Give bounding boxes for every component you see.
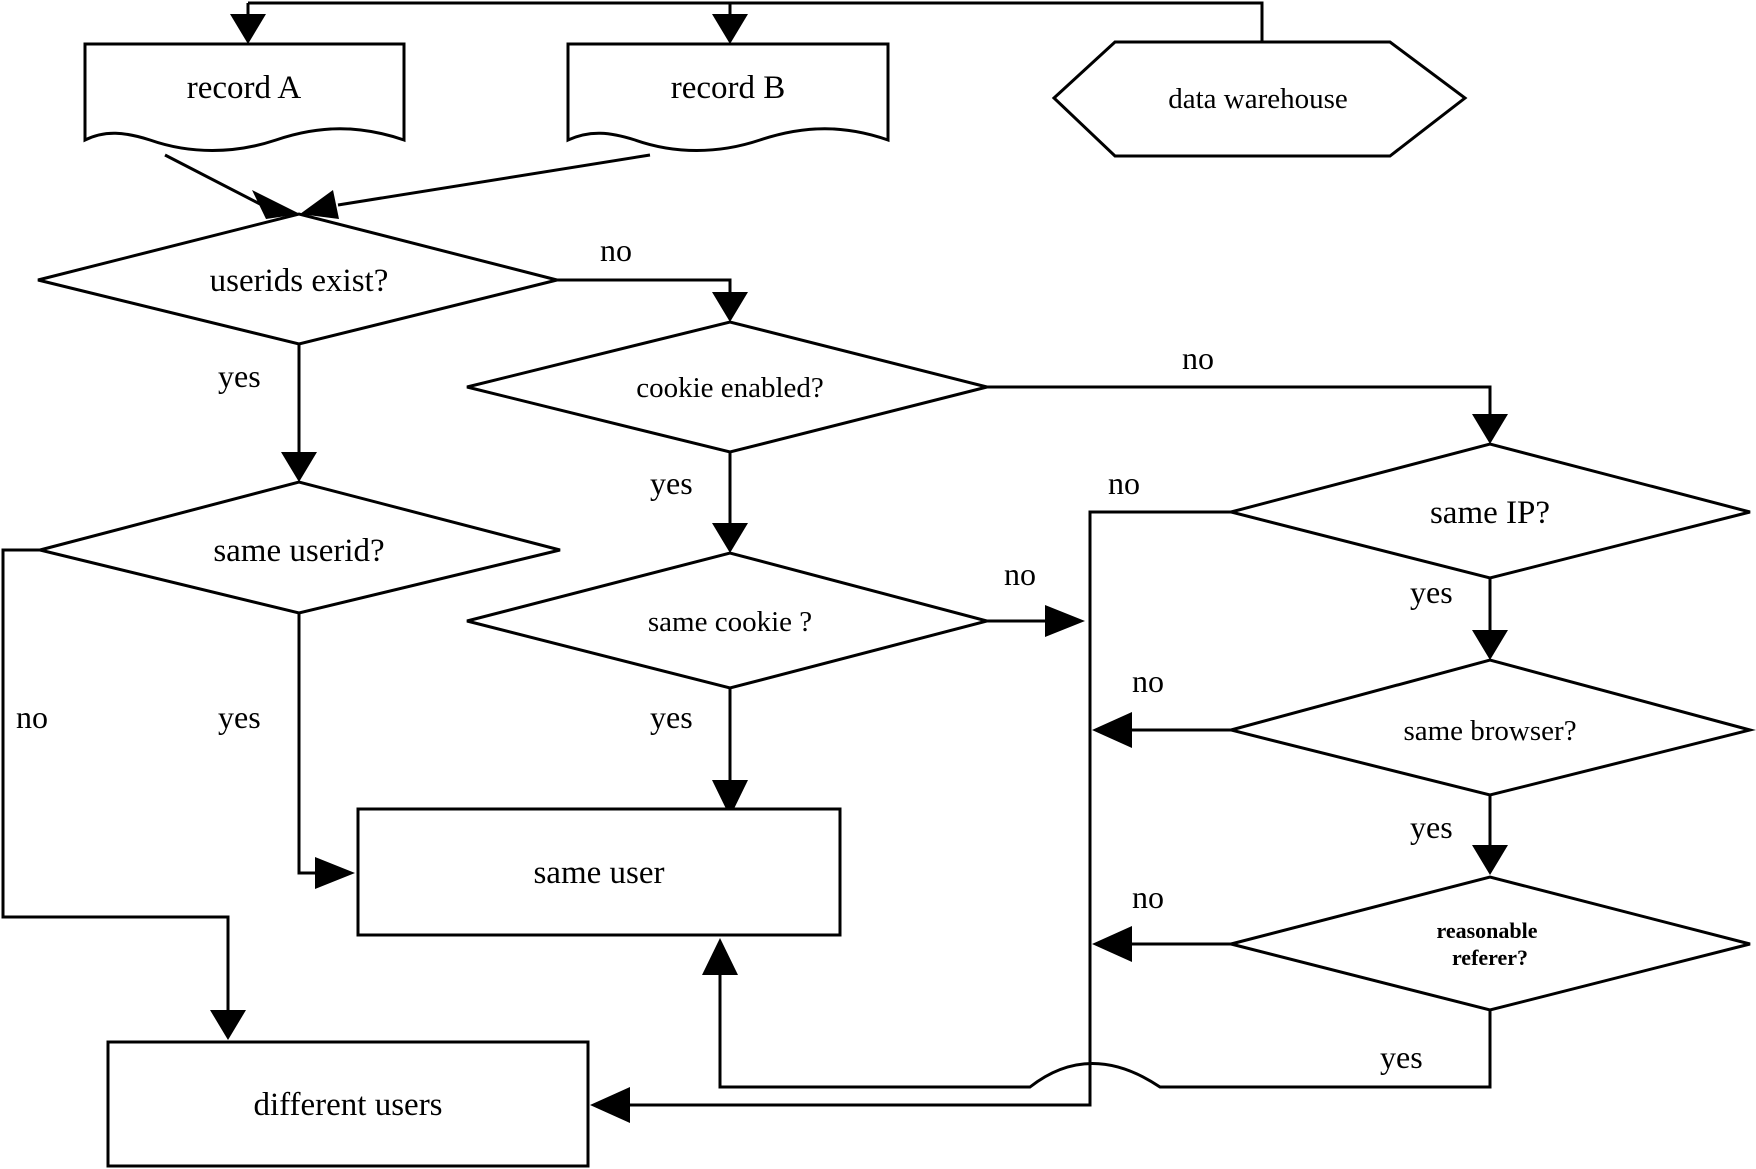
node-same-user: same user — [356, 807, 842, 937]
arrowhead — [1472, 414, 1508, 444]
label-same-userid-no: no — [16, 699, 48, 735]
record-a-label: record A — [187, 70, 302, 106]
arrowhead — [1472, 845, 1508, 875]
edge-labels: no yes no yes no no yes no yes yes no ye… — [16, 232, 1453, 1075]
edge-userids-no — [557, 278, 732, 292]
arrowhead — [230, 14, 266, 44]
arrowhead — [1092, 926, 1132, 962]
arrowhead — [300, 190, 339, 219]
node-same-ip: same IP? — [1225, 442, 1751, 580]
same-browser-label: same browser? — [1403, 715, 1576, 747]
node-same-cookie: same cookie ? — [466, 551, 993, 690]
node-different-users: different users — [106, 1040, 590, 1168]
arrowhead — [712, 14, 748, 44]
arrowhead — [252, 190, 300, 219]
arrowhead — [702, 938, 738, 975]
node-record-a: record A — [83, 42, 406, 152]
label-userids-no: no — [600, 232, 632, 268]
arrowhead — [712, 780, 748, 817]
arrowhead — [590, 1087, 630, 1123]
same-user-label: same user — [533, 855, 664, 891]
node-userids-exist: userids exist? — [37, 212, 558, 346]
node-same-browser: same browser? — [1225, 658, 1756, 797]
label-referer-no: no — [1132, 879, 1164, 915]
record-b-label: record B — [671, 70, 786, 106]
edge-same-userid-no — [1, 548, 230, 1010]
node-same-userid: same userid? — [39, 480, 561, 615]
same-cookie-label: same cookie ? — [648, 606, 812, 638]
edge-record-a-to-userids — [164, 153, 263, 207]
arrowhead — [712, 292, 748, 322]
arrowhead — [315, 857, 355, 889]
edge-same-userid-yes — [297, 613, 315, 875]
label-same-browser-no: no — [1132, 663, 1164, 699]
same-ip-label: same IP? — [1430, 495, 1550, 531]
label-userids-yes: yes — [218, 358, 261, 394]
arrowhead — [281, 452, 317, 482]
arrowhead — [210, 1010, 246, 1040]
label-same-ip-yes: yes — [1410, 574, 1453, 610]
edge-warehouse-bus — [248, 1, 1264, 42]
label-same-ip-no: no — [1108, 465, 1140, 501]
reasonable-referer-label-line2: referer? — [1452, 945, 1528, 970]
edge-referer-yes — [718, 975, 1492, 1089]
same-userid-label: same userid? — [213, 533, 384, 569]
label-same-userid-yes: yes — [218, 699, 261, 735]
edge-record-b-to-userids — [337, 153, 651, 207]
label-cookie-no: no — [1182, 340, 1214, 376]
node-record-b: record B — [566, 42, 890, 152]
arrowhead — [1045, 605, 1085, 637]
edge-cookie-no — [987, 385, 1492, 414]
different-users-label: different users — [253, 1087, 442, 1123]
cookie-enabled-label: cookie enabled? — [636, 372, 824, 404]
label-referer-yes: yes — [1380, 1039, 1423, 1075]
label-same-cookie-yes: yes — [650, 699, 693, 735]
label-same-cookie-no: no — [1004, 556, 1036, 592]
arrowhead — [1472, 630, 1508, 660]
label-cookie-yes: yes — [650, 465, 693, 501]
label-same-browser-yes: yes — [1410, 809, 1453, 845]
connectors — [1, 1, 1508, 1123]
node-data-warehouse: data warehouse — [1051, 40, 1468, 158]
userids-exist-label: userids exist? — [210, 263, 389, 299]
reasonable-referer-label-line1: reasonable — [1436, 918, 1537, 943]
data-warehouse-label: data warehouse — [1168, 83, 1348, 115]
edge-same-ip-no — [630, 510, 1231, 1107]
node-cookie-enabled: cookie enabled? — [466, 320, 988, 454]
arrowhead — [712, 523, 748, 553]
arrowhead — [1092, 712, 1132, 748]
node-reasonable-referer: reasonable referer? — [1230, 875, 1751, 1012]
